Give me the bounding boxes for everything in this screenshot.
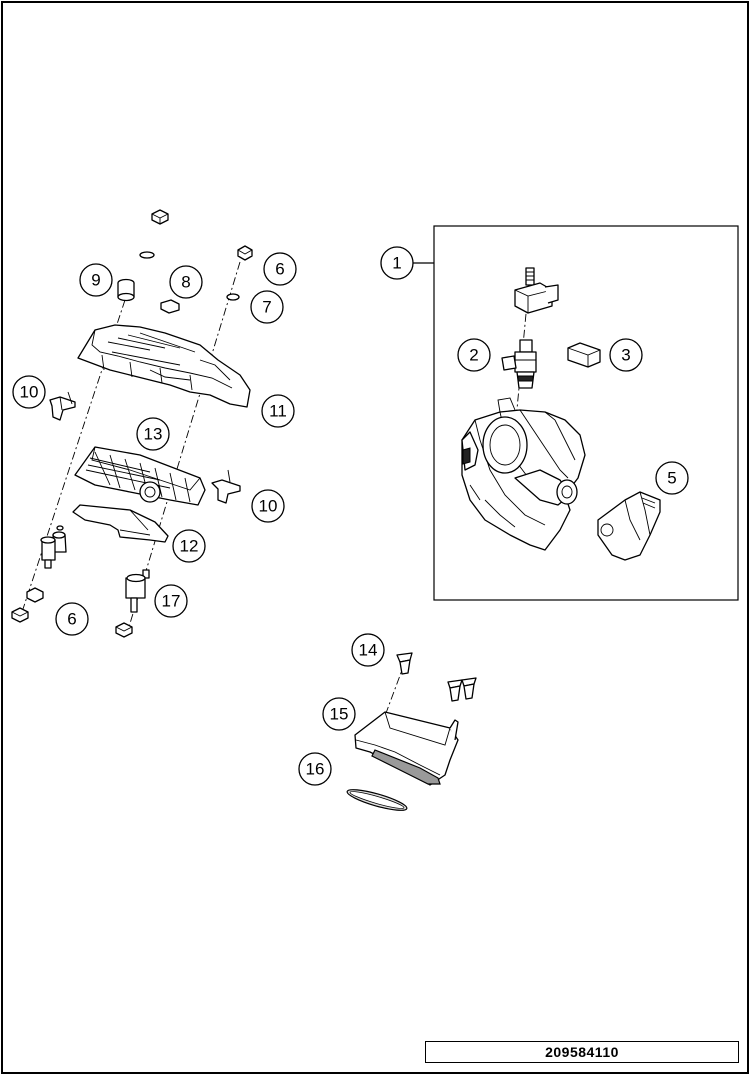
svg-text:12: 12 xyxy=(180,537,199,556)
rubber-mount-left xyxy=(40,525,67,569)
throttle-body-inset-frame xyxy=(433,225,739,601)
svg-text:2: 2 xyxy=(469,346,478,365)
callout-2: 2 xyxy=(457,338,491,372)
callout-10-left: 10 xyxy=(12,375,46,409)
nut-6-lower-left xyxy=(11,587,44,623)
clip-3 xyxy=(567,342,601,368)
center-line-bolt-6 xyxy=(127,261,241,631)
strip-12 xyxy=(72,504,169,543)
bracket-10-left xyxy=(49,391,76,421)
bolt-9 xyxy=(117,278,135,302)
o-ring-16 xyxy=(346,789,408,811)
svg-text:6: 6 xyxy=(275,260,284,279)
washer-7 xyxy=(226,293,240,301)
callout-6-top: 6 xyxy=(263,252,297,286)
svg-text:10: 10 xyxy=(259,497,278,516)
air-filter-13 xyxy=(74,446,206,506)
screws-pair xyxy=(447,677,477,702)
clip-8 xyxy=(160,299,180,314)
svg-text:15: 15 xyxy=(330,705,349,724)
callout-3: 3 xyxy=(609,338,643,372)
hose-fitting xyxy=(514,267,559,314)
filter-box-cover-11 xyxy=(77,324,251,408)
callout-6-bottom: 6 xyxy=(55,602,89,636)
svg-text:9: 9 xyxy=(91,271,100,290)
callout-15: 15 xyxy=(322,697,356,731)
svg-text:16: 16 xyxy=(306,760,325,779)
svg-text:7: 7 xyxy=(262,298,271,317)
callout-17: 17 xyxy=(154,584,188,618)
svg-text:14: 14 xyxy=(359,641,378,660)
callout-5: 5 xyxy=(655,461,689,495)
svg-text:5: 5 xyxy=(667,469,676,488)
callout-9: 9 xyxy=(79,263,113,297)
callout-16: 16 xyxy=(298,752,332,786)
injector-2 xyxy=(501,339,537,389)
document-number: 209584110 xyxy=(425,1041,739,1063)
svg-text:17: 17 xyxy=(162,592,181,611)
rubber-mount-17 xyxy=(125,569,150,613)
screw-14 xyxy=(396,652,413,675)
callout-13: 13 xyxy=(136,417,170,451)
nut-top xyxy=(151,209,169,225)
callout-14: 14 xyxy=(351,633,385,667)
callout-8: 8 xyxy=(169,265,203,299)
callout-1: 1 xyxy=(380,246,414,280)
bolt-6-top xyxy=(237,245,253,261)
sensor-5 xyxy=(597,491,661,561)
svg-text:1: 1 xyxy=(392,254,401,273)
callout-11: 11 xyxy=(261,394,295,428)
svg-text:3: 3 xyxy=(621,346,630,365)
washer-small xyxy=(139,251,155,259)
callout-12: 12 xyxy=(172,529,206,563)
svg-text:8: 8 xyxy=(181,273,190,292)
svg-text:6: 6 xyxy=(67,610,76,629)
svg-text:13: 13 xyxy=(144,425,163,444)
svg-text:10: 10 xyxy=(20,383,39,402)
callout-10-right: 10 xyxy=(251,489,285,523)
svg-text:11: 11 xyxy=(269,402,287,421)
housing-cover-15 xyxy=(354,711,459,786)
callout-7: 7 xyxy=(250,290,284,324)
bracket-10-right xyxy=(211,469,241,504)
nut-17-lower xyxy=(115,622,133,638)
throttle-body-1 xyxy=(461,397,586,551)
